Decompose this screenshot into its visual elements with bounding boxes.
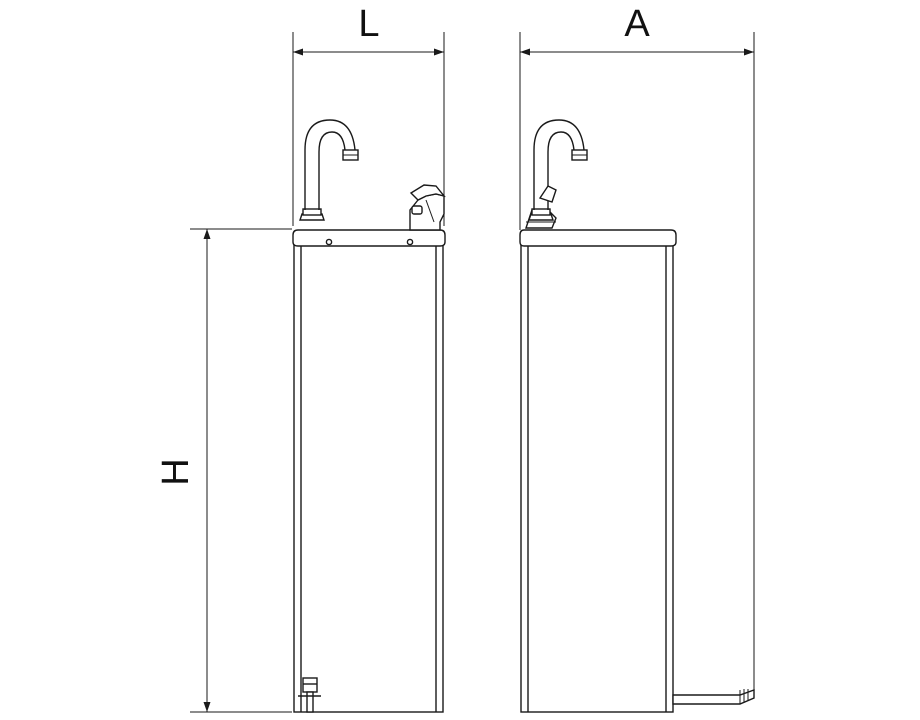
height-dimension: H (155, 228, 292, 713)
front-cabinet-body (293, 237, 444, 713)
side-gooseneck-tap (525, 119, 588, 229)
front-bubbler-detail (425, 199, 435, 223)
side-foot-pedal-lever (672, 689, 755, 705)
front-top-plate (292, 229, 446, 247)
front-tap-collar (302, 208, 322, 216)
depth-dimension: A (519, 3, 755, 690)
width-dimension: L (292, 3, 445, 226)
side-top-plate (519, 229, 677, 247)
front-bubbler-guard (409, 184, 446, 201)
side-tap-lever (538, 185, 557, 203)
front-drain-pipe (306, 691, 314, 713)
side-tap-collar (531, 208, 551, 216)
front-gooseneck-tap (299, 119, 359, 221)
front-tap-spout-outer (304, 119, 356, 210)
front-mounting-hole-right (406, 238, 414, 246)
front-drain-valve (302, 677, 318, 693)
front-view (292, 119, 446, 713)
side-tap-spout-inner (547, 131, 575, 210)
front-mounting-hole-left (325, 238, 333, 246)
side-view (519, 119, 755, 713)
depth-label: A (624, 3, 650, 45)
height-label: H (155, 458, 197, 485)
front-bubbler (409, 184, 446, 231)
front-drain-fitting (298, 677, 321, 713)
front-tap-spout-inner (318, 131, 346, 210)
side-tap-spout-outer (533, 119, 585, 210)
side-foot-pedal (672, 689, 755, 705)
width-label: L (358, 3, 379, 45)
front-bubbler-nozzle (411, 205, 423, 215)
side-cabinet-body (520, 237, 674, 713)
